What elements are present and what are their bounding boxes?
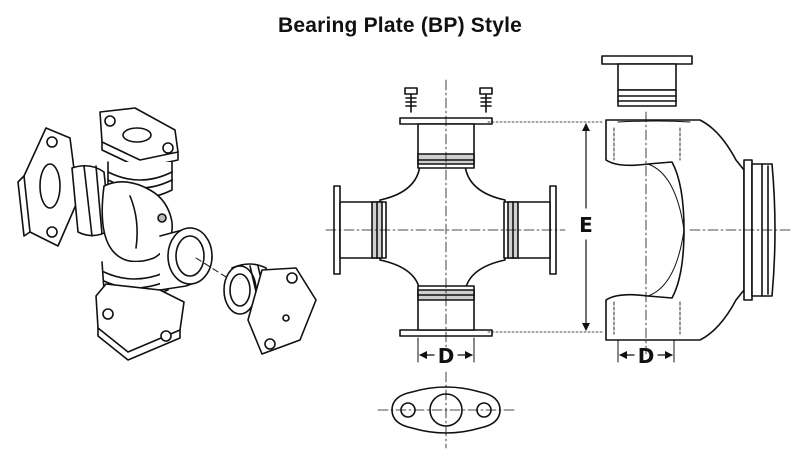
dimension-e-label: E <box>579 213 593 237</box>
cross-front-view <box>325 79 566 351</box>
cap-screw-right <box>479 87 493 113</box>
yoke-side-view <box>601 55 791 355</box>
diagram-title: Bearing Plate (BP) Style <box>277 14 523 37</box>
dimension-e <box>487 121 605 333</box>
dimension-d-cross-label: D <box>438 344 455 368</box>
dimension-d-yoke-label: D <box>638 344 655 368</box>
dimension-d-yoke <box>617 339 675 363</box>
isometric-u-joint <box>17 107 317 361</box>
bearing-plate-top-view <box>377 371 515 449</box>
dimension-d-cross <box>417 337 475 363</box>
cap-screw-left <box>404 87 418 113</box>
